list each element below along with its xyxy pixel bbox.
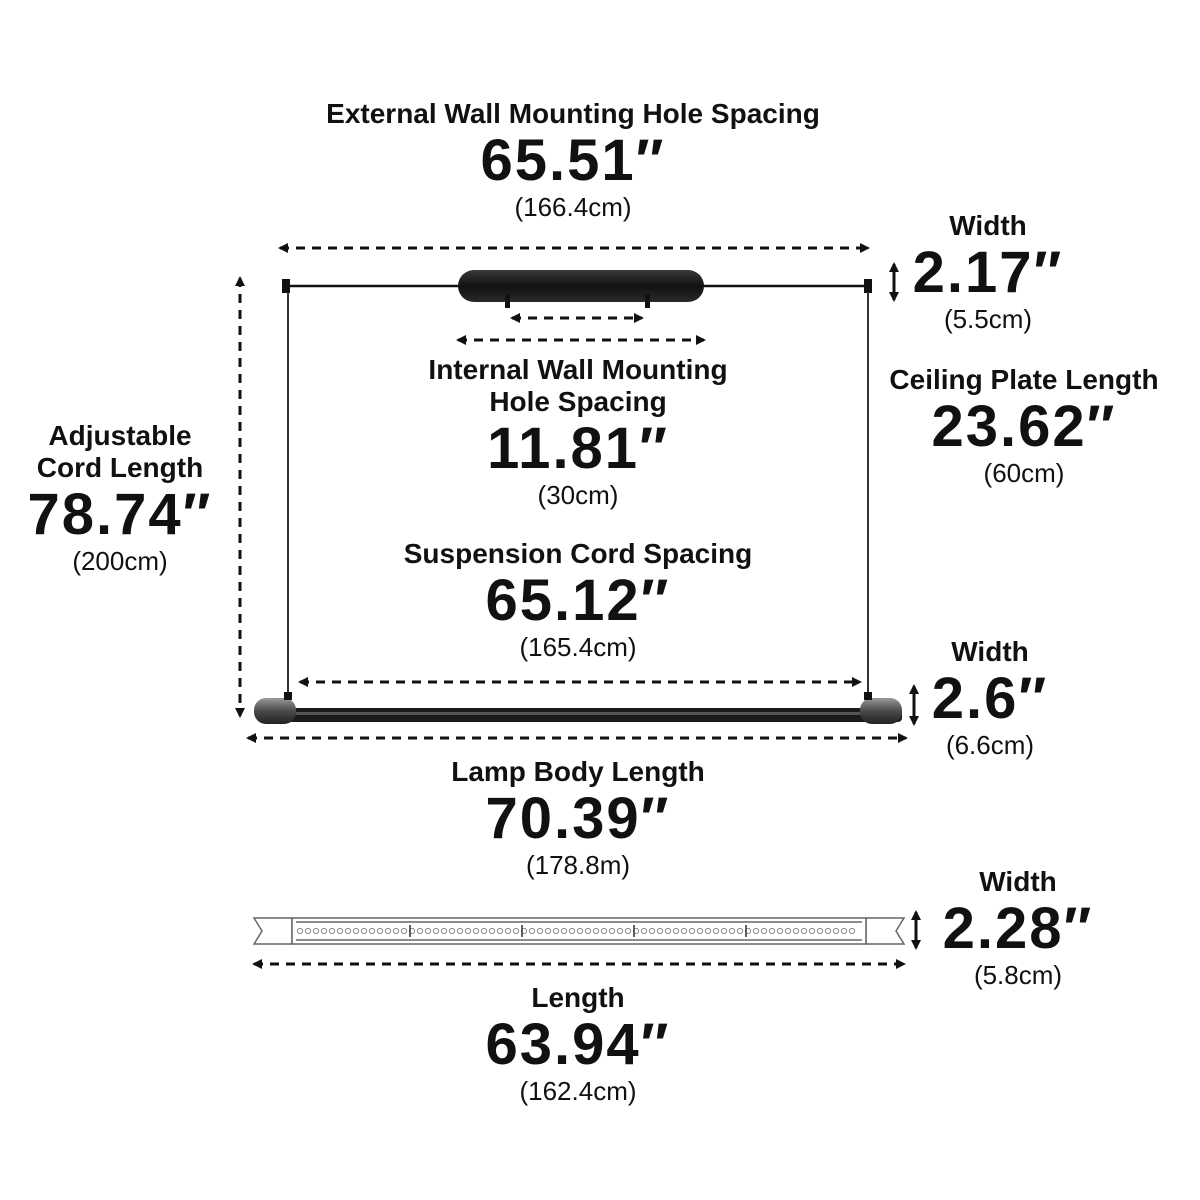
external-spacing-cm: (166.4cm) (514, 192, 632, 222)
lamp-body-cm: (178.8m) (525, 850, 631, 880)
bar-length-inches: 63.94″ (485, 1012, 671, 1077)
ceiling-plate-label: Ceiling Plate Length (889, 364, 1159, 395)
lamp-body (254, 692, 902, 724)
internal-spacing-label-line2: Hole Spacing (489, 386, 667, 417)
internal-spacing-inches: 11.81″ (487, 416, 669, 481)
external-spacing-label: External Wall Mounting Hole Spacing (326, 98, 820, 129)
lamp-body-block: Lamp Body Length 70.39″ (178.8m) (378, 756, 778, 880)
suspension-spacing-inches: 65.12″ (485, 568, 671, 633)
ceiling-plate-assembly (282, 270, 872, 308)
suspension-spacing-block: Suspension Cord Spacing 65.12″ (165.4cm) (378, 538, 778, 662)
plate-width-label: Width (949, 210, 1027, 241)
cord-length-block: Adjustable Cord Length 78.74″ (200cm) (20, 420, 220, 576)
cord-length-label-line1: Adjustable (48, 420, 192, 451)
plate-width-inches: 2.17″ (912, 240, 1064, 305)
end-cap-left (254, 698, 296, 724)
bar-length-cm: (162.4cm) (519, 1076, 637, 1106)
bar-width-inches: 2.28″ (942, 896, 1094, 961)
suspension-spacing-cm: (165.4cm) (519, 632, 637, 662)
body-width-inches: 2.6″ (931, 666, 1049, 731)
ceiling-plate-inches: 23.62″ (931, 394, 1117, 459)
cord-length-cm: (200cm) (72, 546, 168, 576)
body-width-block: Width 2.6″ (6.6cm) (920, 636, 1060, 760)
lamp-body-inches: 70.39″ (485, 786, 671, 851)
ceiling-plate-cm: (60cm) (983, 458, 1065, 488)
external-spacing-block: External Wall Mounting Hole Spacing 65.5… (260, 98, 886, 222)
body-width-label: Width (951, 636, 1029, 667)
internal-spacing-cm: (30cm) (537, 480, 619, 510)
internal-spacing-block: Internal Wall Mounting Hole Spacing 11.8… (378, 354, 778, 510)
end-cap-right (860, 698, 902, 724)
plate-width-block: Width 2.17″ (5.5cm) (908, 210, 1068, 334)
body-width-cm: (6.6cm) (945, 730, 1035, 760)
bar-width-cm: (5.8cm) (973, 960, 1063, 990)
suspension-spacing-label: Suspension Cord Spacing (403, 538, 753, 569)
bar-width-label: Width (979, 866, 1057, 897)
bar-length-label: Length (531, 982, 625, 1013)
cord-length-inches: 78.74″ (27, 482, 213, 547)
bar-width-block: Width 2.28″ (5.8cm) (928, 866, 1108, 990)
plate-width-cm: (5.5cm) (943, 304, 1033, 334)
led-strip (296, 925, 856, 937)
cord-length-label-line2: Cord Length (36, 452, 204, 483)
external-spacing-inches: 65.51″ (480, 128, 666, 193)
ceiling-plate (458, 270, 704, 302)
bar-length-block: Length 63.94″ (162.4cm) (378, 982, 778, 1106)
internal-spacing-label-line1: Internal Wall Mounting (428, 354, 728, 385)
lamp-body-label: Lamp Body Length (451, 756, 705, 787)
ceiling-plate-block: Ceiling Plate Length 23.62″ (60cm) (874, 364, 1174, 488)
